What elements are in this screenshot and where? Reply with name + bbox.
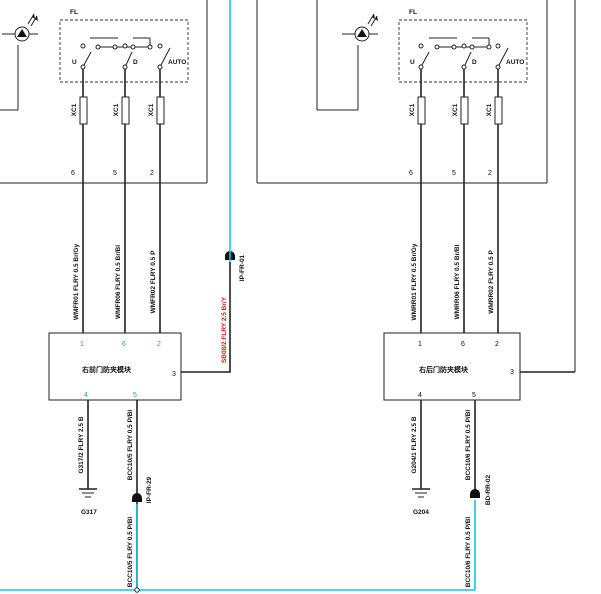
left-can-connector-label: IP-FR-29 [146,476,153,503]
right-fl-label: FL [409,9,417,16]
left-fuse-2-label: XC1 [113,103,120,116]
left-ground-label: G317 [81,509,97,516]
right-switch-d-label: D [472,59,477,66]
right-upper-pin-2: 2 [488,170,492,177]
right-ground-icon [412,488,430,498]
left-switch-d-label: D [133,59,138,66]
right-module-pin-3: 3 [510,369,514,376]
right-fuse-3 [494,96,503,125]
right-motor-icon [342,13,378,42]
left-module-pin-5: 5 [133,392,137,399]
bus-junction [134,587,140,593]
right-upper-pin-6: 6 [409,170,413,177]
left-module-box [48,332,182,401]
right-ground-wire-label: G204/1 FLRY 2.5 B [411,416,418,473]
left-wire-label-1: WMFR01 FLRY 0.5 Br/Gy [73,244,80,321]
left-fuse-3 [156,96,165,125]
right-fuse-1 [417,96,426,125]
left-power-connector-label: IP-FR-01 [239,254,246,281]
right-switch-box [398,19,528,83]
left-can-wire-label: BCC10/5 FLRY 0.5 P/Bl [127,410,134,481]
left-switch-auto-label: AUTO [168,59,186,66]
right-ground-label: G204 [413,509,429,516]
right-module-pin-1: 1 [418,341,422,348]
left-module-pin-6: 6 [122,341,126,348]
left-switch-u-label: U [72,59,77,66]
left-module-pin-1: 1 [80,341,84,348]
left-module-pin-4: 4 [84,392,88,399]
right-module-box [383,332,521,401]
left-can-connector-icon [132,493,142,502]
left-module-pin-2: 2 [157,341,161,348]
right-module-pin-2: 2 [495,341,499,348]
left-upper-pin-6: 6 [71,170,75,177]
right-switch-auto-label: AUTO [506,59,524,66]
left-module-name: 右前门防夹模块 [81,365,132,374]
right-section: FL U D AUTO XC1 [256,0,576,588]
right-wire-label-1: WMRR01 FLRY 0.5 Br/Gy [411,243,418,320]
left-fuse-2 [121,96,130,125]
right-fuse-3-label: XC1 [486,103,493,116]
right-wire-label-2: WMRR06 FLRY 0.5 Br/Bl [454,244,461,319]
left-upper-pin-5: 5 [113,170,117,177]
left-section: FL U D AUTO [0,0,246,590]
left-module-pin-3: 3 [172,371,176,378]
right-window-switch [418,37,509,70]
right-upper-pin-5: 5 [452,170,456,177]
left-fl-label: FL [70,9,78,16]
right-can-connector-icon [470,489,480,498]
right-fuse-2 [460,96,469,125]
left-motor-icon [2,13,38,42]
left-ground-wire-label: G317/2 FLRY 2.5 B [78,416,85,473]
left-bus-wire-label: BCC10/5 FLRY 0.5 P/Bl [127,517,134,588]
right-can-connector-label: BD-RR-02 [485,474,492,505]
left-wire-label-3: WMFR02 FLRY 0.5 P [150,250,157,314]
left-fuse-1 [79,96,88,125]
right-module-name: 右后门防夹模块 [418,365,469,374]
right-switch-u-label: U [410,59,415,66]
left-window-switch [80,37,171,70]
left-ground-icon [79,488,97,498]
left-power-wire [181,262,231,373]
left-fuse-3-label: XC1 [148,103,155,116]
left-fuse-1-label: XC1 [71,103,78,116]
right-bus-wire-label: BCC10/6 FLRY 0.5 P/Bl [465,517,472,588]
cyan-bus [0,0,476,593]
right-module-pin-6: 6 [461,341,465,348]
left-power-wire-label: SB08/2 FLRY 2.5 Br/Y [221,296,228,363]
right-wire-label-3: WMRR02 FLRY 0.5 P [488,250,495,314]
right-fuse-2-label: XC1 [452,103,459,116]
right-module-pin-4: 4 [418,392,422,399]
right-fuse-1-label: XC1 [409,103,416,116]
right-module-pin-5: 5 [472,392,476,399]
right-can-wire-label: BCC10/6 FLRY 0.5 P/Bl [465,410,472,481]
left-wire-label-2: WMFR06 FLRY 0.5 Br/Bl [115,245,122,319]
left-upper-pin-2: 2 [150,170,154,177]
